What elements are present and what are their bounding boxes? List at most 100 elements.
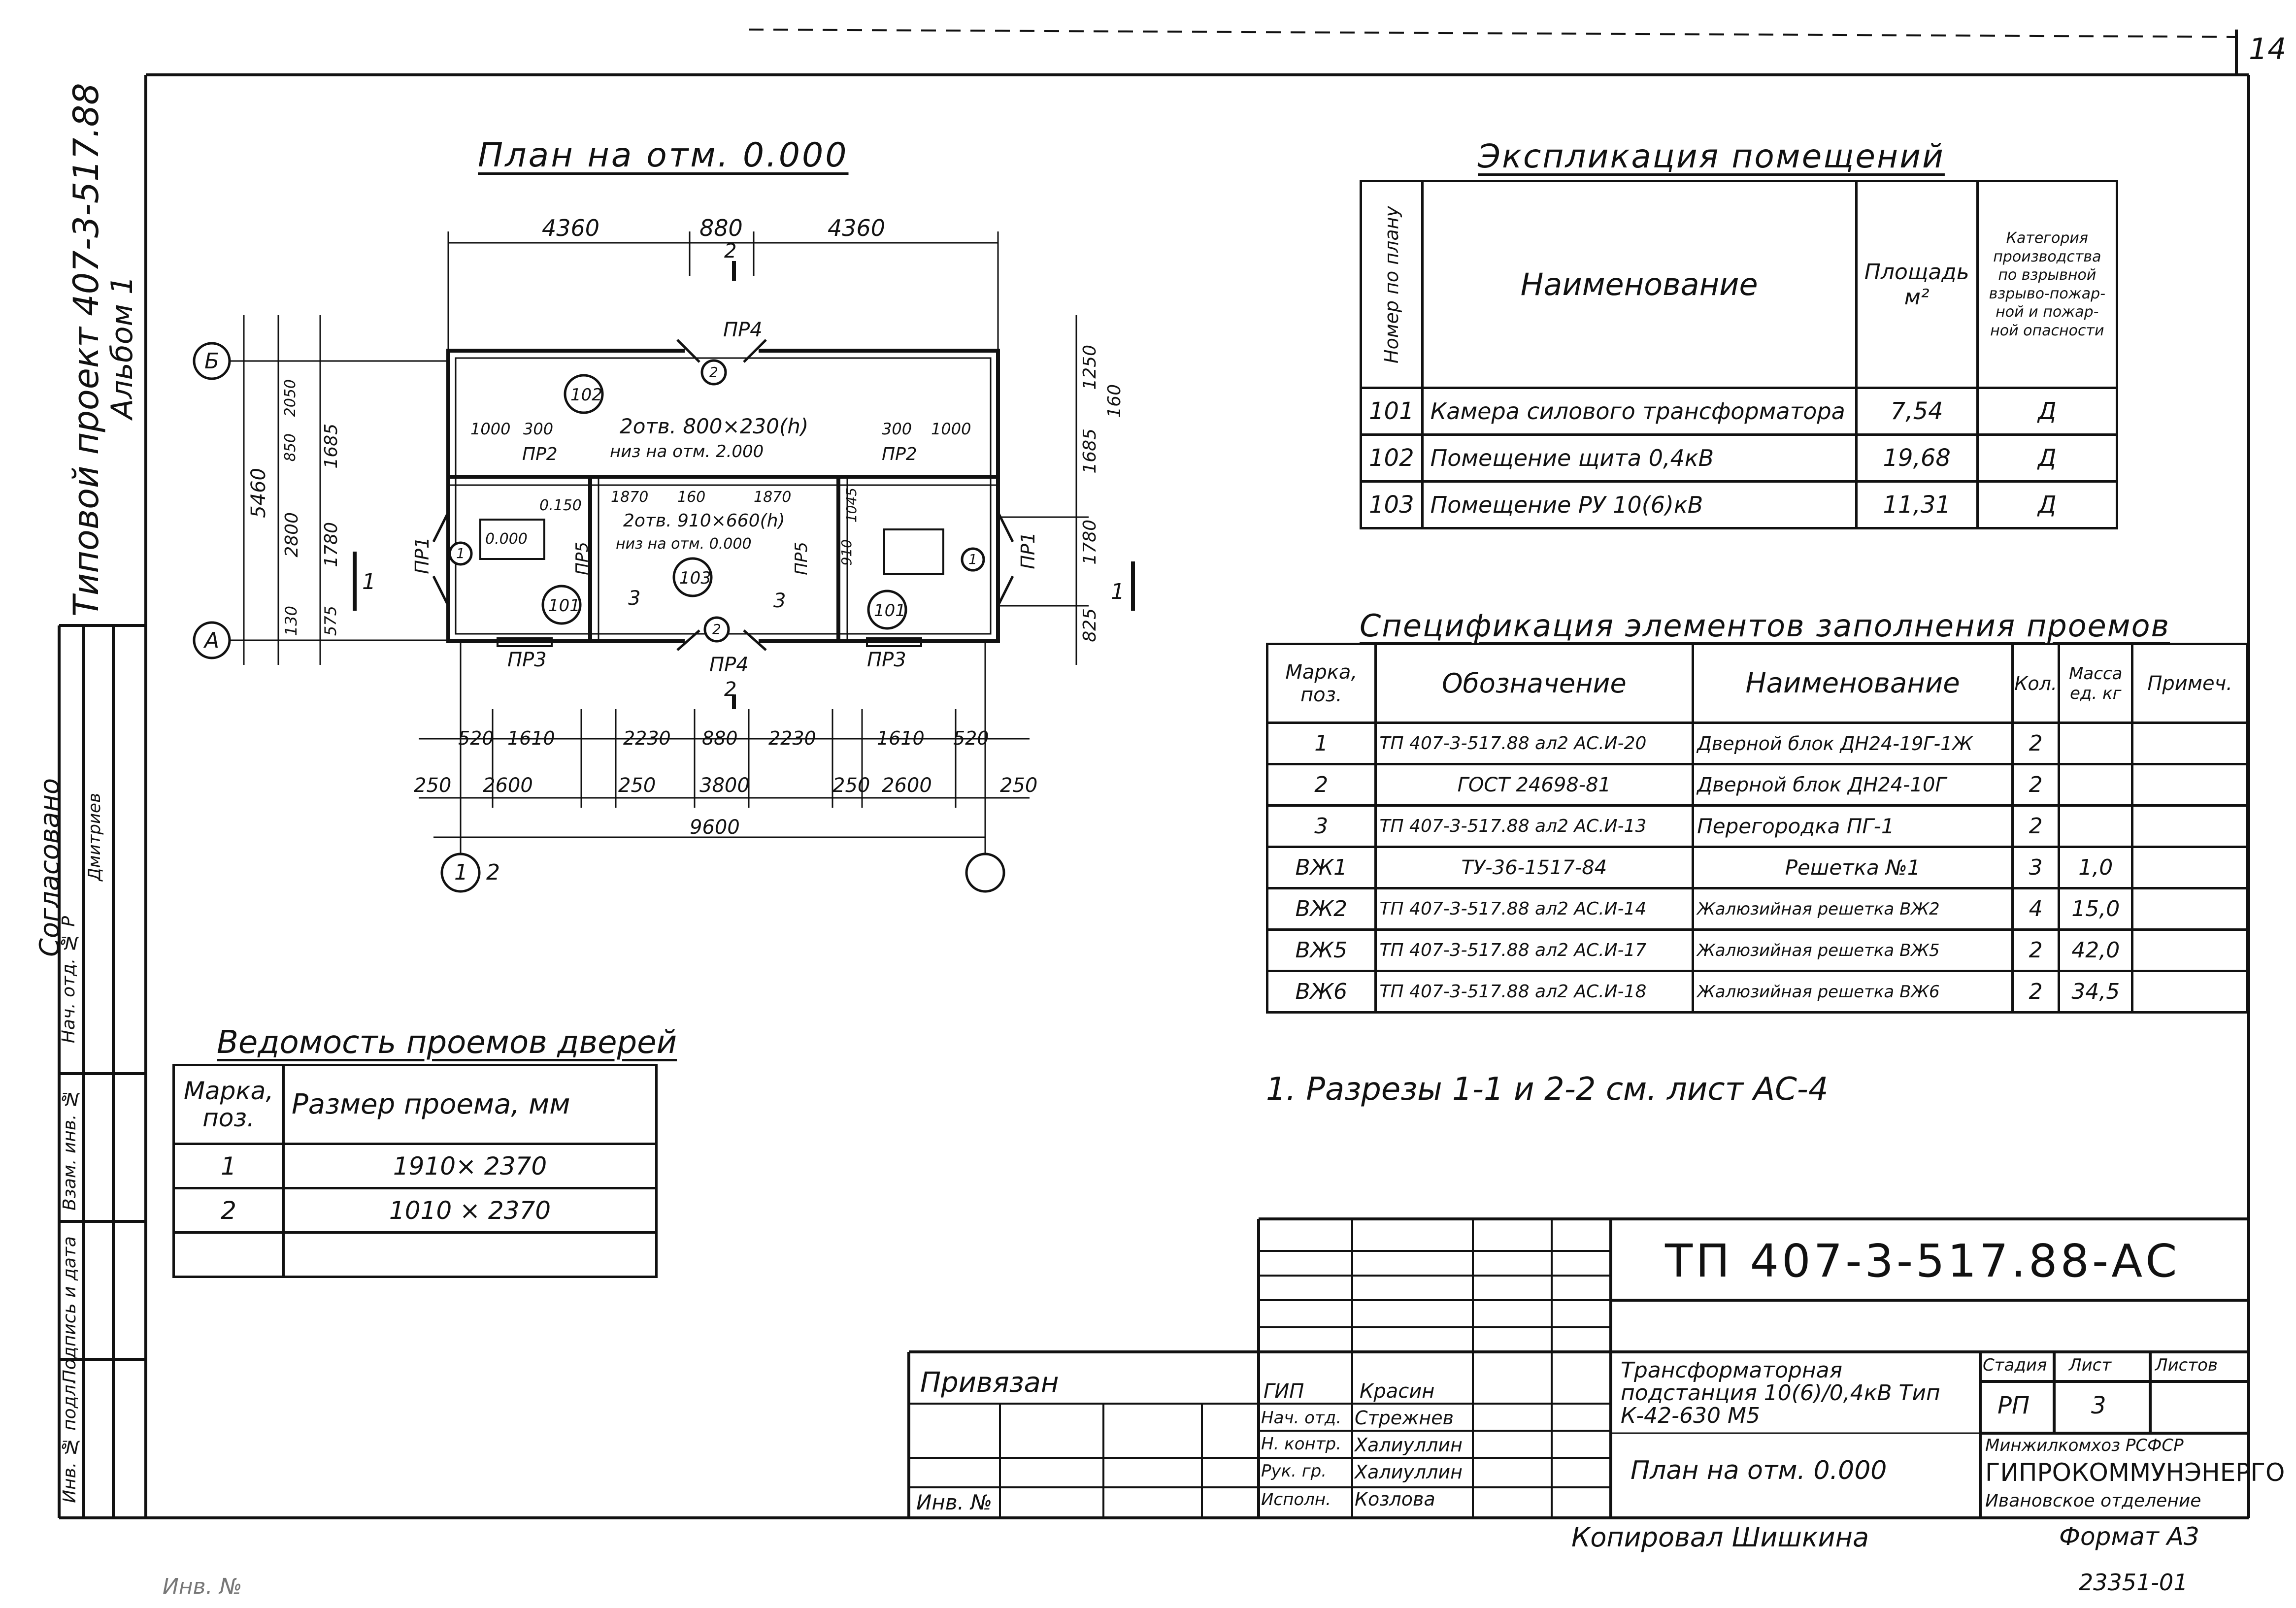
spec-cell: 2 bbox=[2011, 722, 2061, 765]
specification-table: Марка, поз. Обозначение Наименование Кол… bbox=[1266, 643, 2249, 1014]
room-102: 102 bbox=[570, 385, 602, 405]
spec-cell: ТП 407-3-517.88 ал2 АС.И-14 bbox=[1374, 887, 1695, 931]
spec-cell: ВЖ6 bbox=[1266, 970, 1377, 1014]
sheet-name: План на отм. 0.000 bbox=[1630, 1456, 1887, 1485]
dim-inner-5: 1870 bbox=[611, 489, 649, 506]
spec-cell: 2 bbox=[1266, 763, 1377, 807]
spec-cell bbox=[2131, 928, 2249, 972]
note-openings-mid-sub: низ на отм. 0.000 bbox=[616, 535, 752, 553]
spec-cell: Дверной блок ДН24-10Г bbox=[1692, 763, 2014, 807]
spec-header-designation: Обозначение bbox=[1374, 643, 1695, 724]
level-0000: 0.000 bbox=[485, 530, 528, 548]
explication-title: Экспликация помещений bbox=[1478, 137, 1945, 175]
explication-cell: Помещение щита 0,4кВ bbox=[1421, 433, 1858, 483]
footer-inv: Инв. № bbox=[163, 1574, 242, 1599]
spec-cell bbox=[2058, 763, 2134, 807]
role-gip: ГИП bbox=[1264, 1380, 1304, 1403]
spec-header-note: Примеч. bbox=[2131, 643, 2249, 724]
spec-header-qty: Кол. bbox=[2011, 643, 2061, 724]
door-mark-right: 1 bbox=[968, 551, 977, 567]
dim-bottom1-2: 1610 bbox=[507, 727, 555, 749]
spec-cell: ТП 407-3-517.88 ал2 АС.И-18 bbox=[1374, 970, 1695, 1014]
dim-bottom1-3: 2230 bbox=[623, 727, 671, 749]
sheets-header: Листов bbox=[2155, 1355, 2218, 1375]
role-dept-head: Нач. отд. bbox=[1261, 1408, 1342, 1428]
dim-bottom1-4: 880 bbox=[702, 727, 738, 749]
room-101-right: 101 bbox=[874, 601, 906, 621]
spec-cell: 34,5 bbox=[2058, 970, 2134, 1014]
spec-cell: 2 bbox=[2011, 763, 2061, 807]
stage-value: РП bbox=[1997, 1392, 2030, 1419]
dim-bottom2-5: 250 bbox=[832, 774, 870, 797]
spec-cell: ТП 407-3-517.88 ал2 АС.И-17 bbox=[1374, 928, 1695, 972]
opening-pr2-left: ПР2 bbox=[522, 444, 558, 464]
spec-cell: Жалюзийная решетка ВЖ5 bbox=[1692, 928, 2014, 972]
role-executor: Исполн. bbox=[1261, 1490, 1331, 1510]
spec-cell: 2 bbox=[2011, 928, 2061, 972]
explication-cell: Помещение РУ 10(6)кВ bbox=[1421, 480, 1858, 529]
object-name: Трансформаторная подстанция 10(6)/0,4кВ … bbox=[1621, 1358, 1940, 1429]
axis-a-label: А bbox=[204, 628, 220, 653]
doors-title: Ведомость проемов дверей bbox=[217, 1024, 677, 1061]
section-1-right: 1 bbox=[1111, 579, 1125, 604]
note-openings-top-sub: низ на отм. 2.000 bbox=[610, 442, 764, 461]
general-note: 1. Разрезы 1-1 и 2-2 см. лист АС-4 bbox=[1266, 1071, 1829, 1108]
explication-header-name: Наименование bbox=[1421, 180, 1858, 389]
door-mark-left: 1 bbox=[456, 545, 465, 561]
explication-cell: Камера силового трансформатора bbox=[1421, 387, 1858, 436]
explication-cell: 101 bbox=[1360, 387, 1424, 436]
sheet-value: 3 bbox=[2091, 1392, 2106, 1419]
dim-inner-2: 300 bbox=[523, 420, 554, 438]
note-openings-top: 2отв. 800×230(h) bbox=[620, 414, 809, 438]
explication-cell: 103 bbox=[1360, 480, 1424, 529]
doors-cell bbox=[172, 1231, 285, 1278]
spec-cell: ВЖ5 bbox=[1266, 928, 1377, 972]
spec-cell: 2 bbox=[2011, 970, 2061, 1014]
explication-cell: Д bbox=[1976, 480, 2119, 529]
section-2-top: 2 bbox=[724, 240, 737, 263]
spec-header-mark: Марка, поз. bbox=[1266, 643, 1377, 724]
stage-header: Стадия bbox=[1983, 1355, 2047, 1375]
sheet-format: Формат А3 bbox=[2059, 1522, 2199, 1551]
doors-header-mark: Марка, поз. bbox=[172, 1064, 285, 1145]
spec-cell: 15,0 bbox=[2058, 887, 2134, 931]
opening-pr3-left: ПР3 bbox=[507, 649, 547, 671]
sheet-corner-number: 14 bbox=[2249, 32, 2287, 66]
spec-cell: Перегородка ПГ-1 bbox=[1692, 804, 2014, 848]
doors-header-size: Размер проема, мм bbox=[282, 1064, 658, 1145]
doors-cell: 1010 × 2370 bbox=[282, 1187, 658, 1234]
spec-cell: 3 bbox=[2011, 846, 2061, 889]
explication-cell: Д bbox=[1976, 387, 2119, 436]
dim-top-2: 880 bbox=[699, 215, 743, 241]
level-0150: 0.150 bbox=[539, 497, 582, 514]
spec-cell: 2 bbox=[2011, 804, 2061, 848]
dim-inner-4: 1000 bbox=[931, 420, 971, 438]
opening-pr4-bottom: ПР4 bbox=[709, 654, 749, 676]
dim-bottom2-2: 2600 bbox=[483, 774, 533, 797]
spec-cell bbox=[2131, 722, 2249, 765]
spec-cell: ТУ-36-1517-84 bbox=[1374, 846, 1695, 889]
role-norm-control: Н. контр. bbox=[1261, 1434, 1341, 1454]
opening-pr4-top: ПР4 bbox=[723, 319, 763, 341]
dim-bottom1-1: 520 bbox=[458, 727, 494, 749]
explication-table: Номер по плану Наименование Площадь м² К… bbox=[1360, 180, 2119, 529]
dim-inner-7: 1870 bbox=[754, 489, 792, 506]
explication-cell: 102 bbox=[1360, 433, 1424, 483]
org-line3: Ивановское отделение bbox=[1985, 1491, 2201, 1511]
spec-cell: 42,0 bbox=[2058, 928, 2134, 972]
specification-title: Спецификация элементов заполнения проемо… bbox=[1360, 608, 2170, 644]
plan-title: План на отм. 0.000 bbox=[478, 136, 849, 175]
title-code: ТП 407-3-517.88-АС bbox=[1665, 1235, 2180, 1287]
doors-cell: 1910× 2370 bbox=[282, 1143, 658, 1189]
spec-cell bbox=[2131, 763, 2249, 807]
copied-by: Копировал Шишкина bbox=[1571, 1522, 1869, 1553]
order-number: 23351-01 bbox=[2079, 1569, 2188, 1596]
partition-mark-right: 3 bbox=[773, 590, 786, 612]
dim-top-1: 4360 bbox=[542, 215, 600, 241]
spec-cell: ВЖ1 bbox=[1266, 846, 1377, 889]
name-dept-head: Стрежнев bbox=[1355, 1407, 1454, 1429]
name-norm-control: Халиуллин bbox=[1355, 1434, 1463, 1456]
dim-top-3: 4360 bbox=[828, 215, 886, 241]
